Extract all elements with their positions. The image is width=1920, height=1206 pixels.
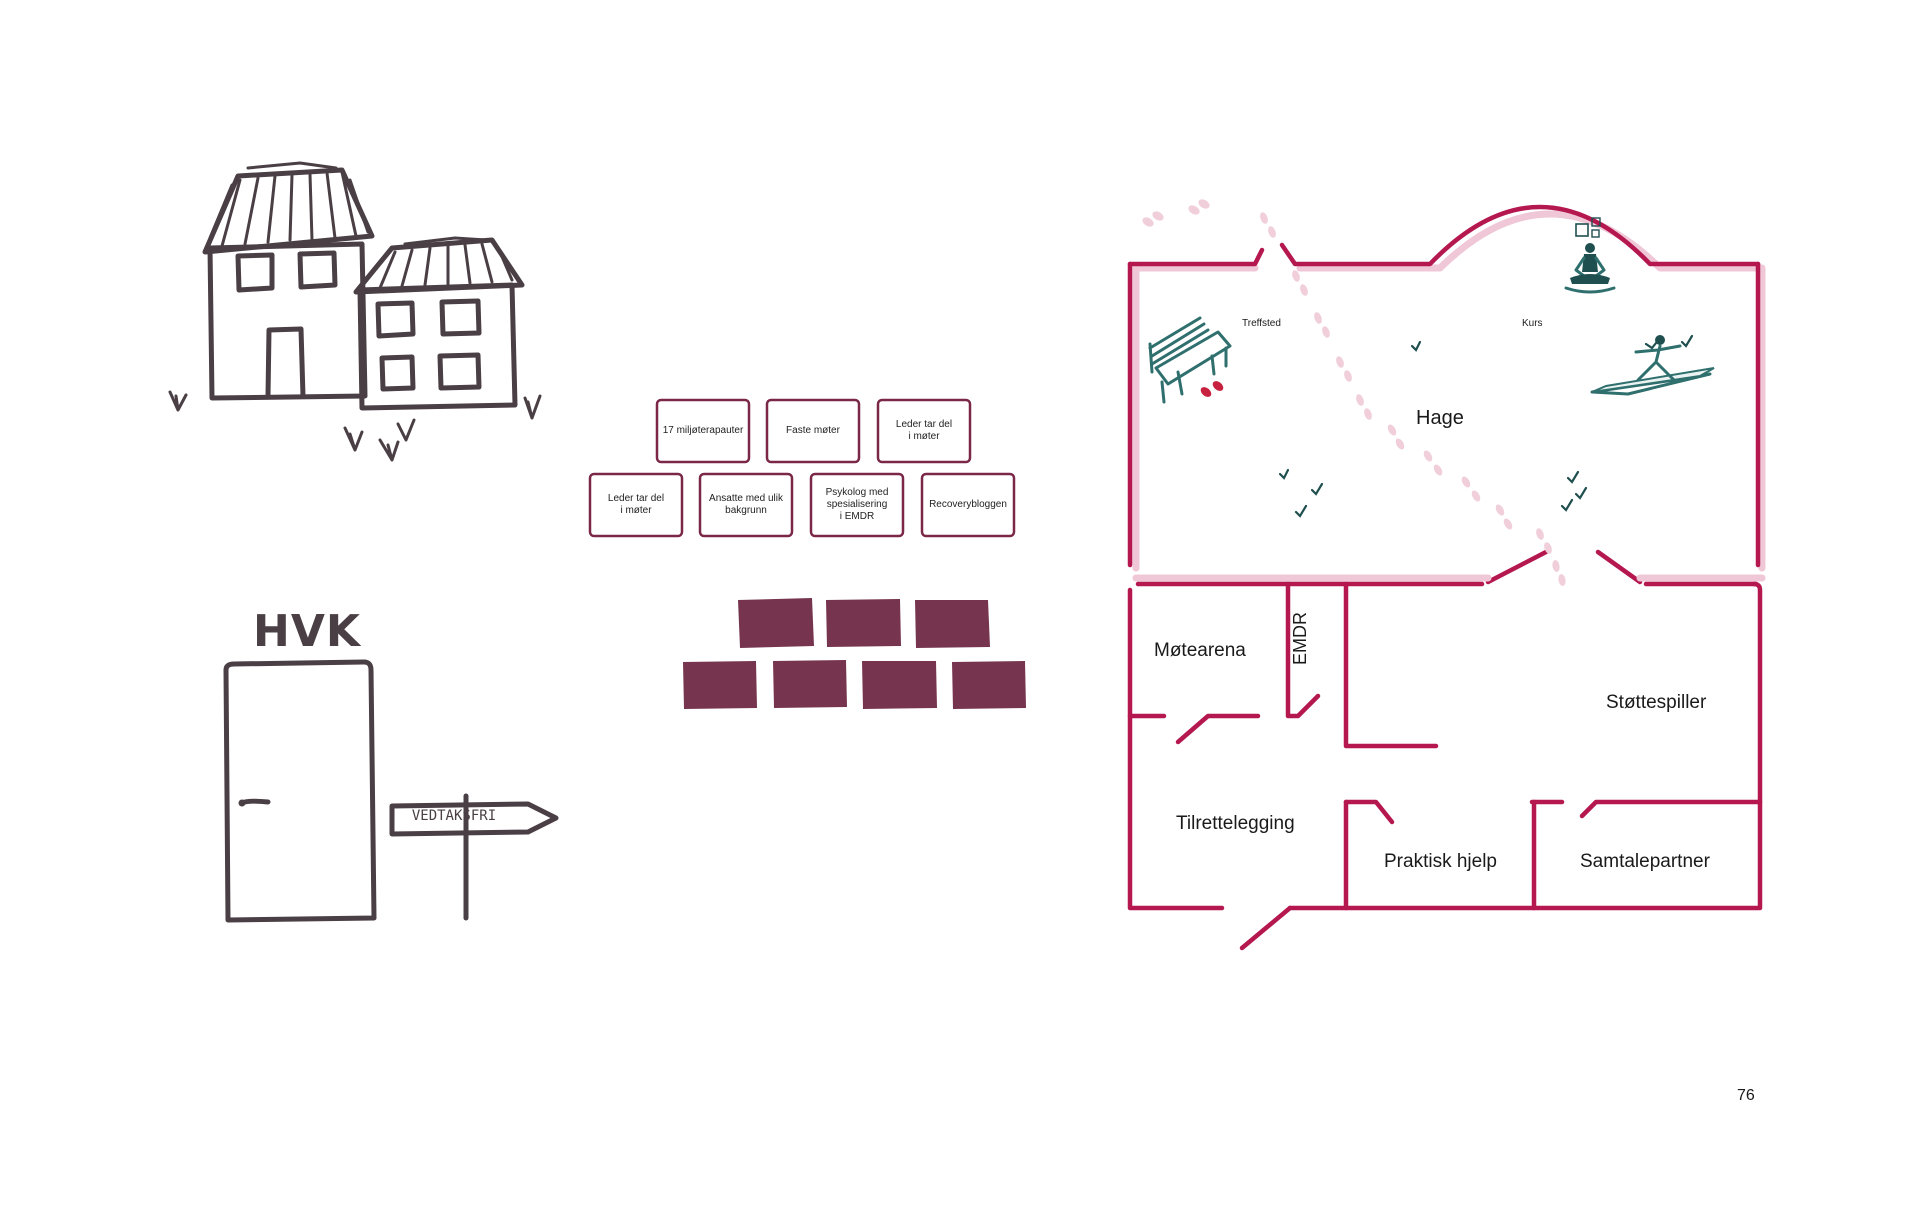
meditation-icon	[1564, 217, 1616, 294]
room-facilitation: Tilrettelegging	[1176, 813, 1295, 834]
brick	[952, 661, 1026, 709]
hvk-label: HVK	[253, 606, 361, 657]
door-illustration	[223, 659, 377, 923]
brick	[773, 660, 847, 708]
card-text-bottom-4: Recoverybloggen	[929, 499, 1007, 510]
card-bottom-4	[920, 472, 1016, 538]
card-bottom-2	[698, 472, 794, 538]
card-text-top-1: 17 miljøterapauter	[662, 425, 744, 436]
houses-illustration	[168, 161, 542, 462]
birds	[1278, 340, 1588, 518]
room-conversation-partner: Samtalepartner	[1580, 851, 1710, 872]
yoga-icon	[1590, 334, 1715, 396]
card-bottom-3	[809, 472, 905, 538]
signpost-illustration	[389, 793, 559, 921]
brick	[683, 661, 757, 709]
footsteps-trail	[1142, 199, 1566, 586]
card-top-1	[655, 398, 751, 464]
brick	[738, 598, 814, 648]
room-emdr: EMDR	[1290, 612, 1310, 665]
brick	[915, 600, 990, 648]
signpost-label: VEDTAKSFRI	[411, 808, 497, 824]
meeting-place-label: Treffsted	[1242, 318, 1281, 329]
card-top-3	[876, 398, 972, 464]
room-meeting-arena: Møtearena	[1154, 640, 1246, 661]
garden-title: Hage	[1416, 407, 1464, 429]
bricks-group	[683, 598, 1026, 709]
course-label: Kurs	[1522, 318, 1543, 329]
card-text-top-2: Faste møter	[786, 425, 840, 436]
bench-icon	[1148, 316, 1232, 404]
cards-group	[588, 398, 1016, 538]
brick	[826, 599, 901, 647]
card-bottom-1	[588, 472, 684, 538]
card-top-2	[765, 398, 861, 464]
page-number: 76	[1737, 1087, 1755, 1104]
floorplan	[1127, 204, 1766, 951]
room-supporter: Støttespiller	[1606, 692, 1707, 713]
room-practical-help: Praktisk hjelp	[1384, 851, 1497, 872]
brick	[862, 661, 937, 709]
